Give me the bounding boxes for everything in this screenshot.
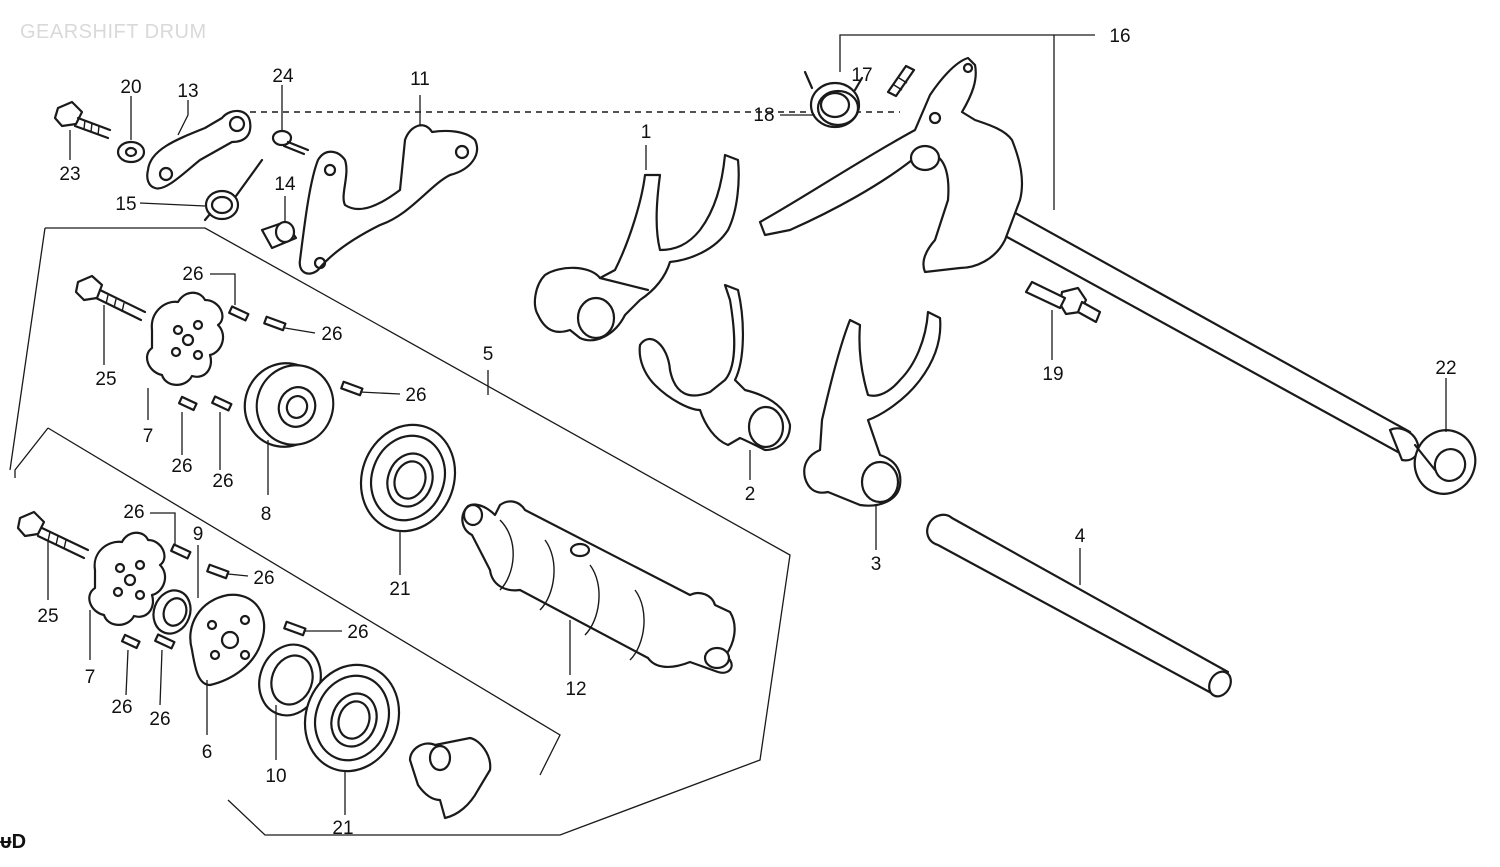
callout-14: 14 <box>274 174 296 195</box>
callout-26-j: 26 <box>149 709 170 730</box>
callout-26-c: 26 <box>405 385 426 406</box>
part-21-lower-bearing <box>303 663 401 773</box>
callout-13: 13 <box>177 81 198 102</box>
part-13-stopper-arm <box>146 109 252 190</box>
part-22-oil-seal <box>1413 429 1477 495</box>
part-11-shift-plate <box>298 124 478 275</box>
callout-17: 17 <box>851 65 872 86</box>
group-frame-left-edge <box>9 227 46 471</box>
callout-22: 22 <box>1435 358 1456 379</box>
part-12-gearshift-drum <box>461 500 736 674</box>
group-frame-inner <box>14 427 49 478</box>
callout-11: 11 <box>410 69 430 90</box>
part-10-ring <box>258 643 322 717</box>
diagram-title: GEARSHIFT DRUM <box>20 21 207 43</box>
part-9-ring <box>152 589 192 635</box>
callout-26-h: 26 <box>347 622 368 643</box>
part-7-upper-cam-plate <box>145 291 225 386</box>
part-17-pin <box>886 64 916 98</box>
callout-25-lower: 25 <box>37 606 58 627</box>
part-8-drum-center <box>243 362 335 448</box>
callout-26-f: 26 <box>123 502 144 523</box>
callout-labels: 1 2 3 4 5 6 7 7 8 9 10 11 12 13 14 15 16… <box>37 26 1456 839</box>
callout-2: 2 <box>745 484 756 505</box>
part-1-shift-fork <box>533 153 740 342</box>
callout-10: 10 <box>265 766 286 787</box>
callout-21-upper: 21 <box>389 579 410 600</box>
part-4-guide-bar <box>926 513 1232 698</box>
part-16-shift-shaft <box>758 56 1420 462</box>
callout-19: 19 <box>1042 364 1063 385</box>
callout-15: 15 <box>115 194 136 215</box>
callout-12: 12 <box>565 679 586 700</box>
callout-26-i: 26 <box>111 697 132 718</box>
callout-7-lower: 7 <box>85 667 96 688</box>
part-26-pins-lower <box>120 543 307 650</box>
callout-26-e: 26 <box>212 471 233 492</box>
callout-6: 6 <box>202 742 213 763</box>
callout-1: 1 <box>641 122 652 143</box>
part-23-bolt <box>53 100 112 140</box>
corner-mark: ᵾD <box>0 831 26 853</box>
callout-5: 5 <box>483 344 494 365</box>
callout-26-a: 26 <box>182 264 203 285</box>
callout-16: 16 <box>1109 26 1130 47</box>
part-19-bolt <box>1024 280 1102 324</box>
callout-4: 4 <box>1075 526 1086 547</box>
part-24-bolt <box>271 129 310 156</box>
callout-8: 8 <box>261 504 272 525</box>
part-15-spring <box>203 158 264 222</box>
callout-18: 18 <box>753 105 774 126</box>
callout-24: 24 <box>272 66 294 87</box>
callout-7-upper: 7 <box>143 426 154 447</box>
part-7-lower-cam-plate <box>88 531 167 626</box>
part-2-shift-fork <box>638 283 792 452</box>
callout-26-g: 26 <box>253 568 274 589</box>
callout-21-lower: 21 <box>332 818 353 839</box>
leader-lines <box>47 34 1447 815</box>
callout-3: 3 <box>871 554 882 575</box>
callout-23: 23 <box>59 164 80 185</box>
part-25-upper-bolt <box>74 274 147 322</box>
part-18-spring <box>803 70 864 129</box>
callout-26-d: 26 <box>171 456 192 477</box>
part-6-plate <box>189 593 266 687</box>
part-25-lower-bolt <box>16 510 90 560</box>
group-frame-sub <box>47 427 561 776</box>
part-20-washer <box>116 140 146 164</box>
callout-9: 9 <box>193 524 204 545</box>
callout-20: 20 <box>120 77 141 98</box>
part-14-collar <box>260 220 298 250</box>
part-3-shift-fork <box>803 310 942 507</box>
callout-26-b: 26 <box>321 324 342 345</box>
group-frame-outer <box>45 227 791 836</box>
part-shift-end-piece <box>408 736 492 820</box>
callout-25-upper: 25 <box>95 369 116 390</box>
part-26-pins-upper <box>177 305 364 412</box>
part-21-upper-bearing <box>359 423 457 533</box>
